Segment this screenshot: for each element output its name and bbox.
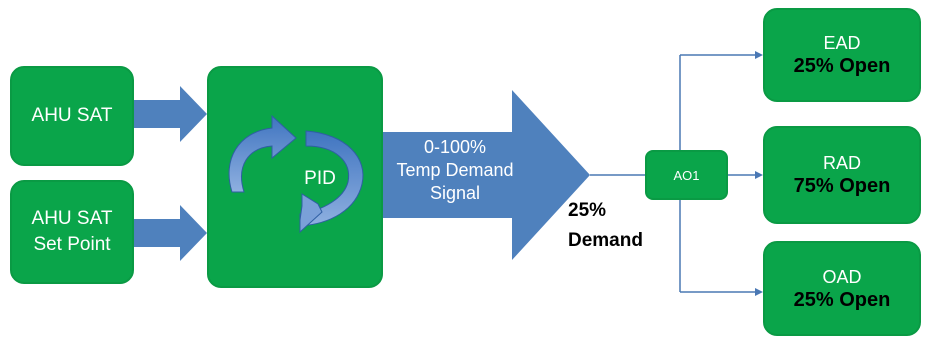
ahu-sat-setpoint-label-line2: Set Point	[33, 234, 111, 255]
signal-arrow-text: 0-100% Temp Demand Signal	[385, 136, 525, 205]
ahu-sat-box: AHU SAT	[10, 66, 134, 166]
ead-status: 25% Open	[793, 55, 891, 77]
ahu-sat-setpoint-box: AHU SAT Set Point	[10, 180, 134, 284]
ao1-label: AO1	[673, 167, 700, 183]
ead-box: EAD 25% Open	[763, 8, 921, 102]
rad-box: RAD 75% Open	[763, 126, 921, 224]
signal-line1: 0-100%	[423, 137, 487, 157]
demand-text: 25% Demand	[568, 196, 643, 256]
signal-line2: Temp Demand	[396, 160, 514, 180]
ao1-box: AO1	[645, 150, 728, 200]
input-arrow-setpoint	[134, 205, 207, 261]
branch-to-ead-arrowhead	[755, 51, 763, 59]
ao-to-rad-arrowhead	[755, 171, 763, 179]
oad-status: 25% Open	[793, 288, 891, 311]
pid-label: PID	[304, 168, 336, 189]
branch-to-oad-arrowhead	[755, 288, 763, 296]
rad-name: RAD	[822, 153, 861, 173]
input-arrow-sat	[134, 86, 207, 142]
signal-arrow	[380, 90, 590, 260]
oad-name: OAD	[822, 266, 862, 287]
signal-line3: Signal	[429, 183, 481, 203]
ahu-sat-setpoint-label-line1: AHU SAT	[31, 208, 113, 229]
cycle-arrow-upper-icon	[228, 114, 297, 193]
ahu-sat-label: AHU SAT	[31, 105, 113, 126]
demand-value: 25%	[568, 200, 607, 221]
demand-label: Demand	[568, 230, 643, 251]
oad-box: OAD 25% Open	[763, 241, 921, 336]
rad-status: 75% Open	[793, 175, 891, 197]
cycle-arrow-lower-icon	[299, 193, 323, 234]
ead-name: EAD	[823, 33, 861, 53]
